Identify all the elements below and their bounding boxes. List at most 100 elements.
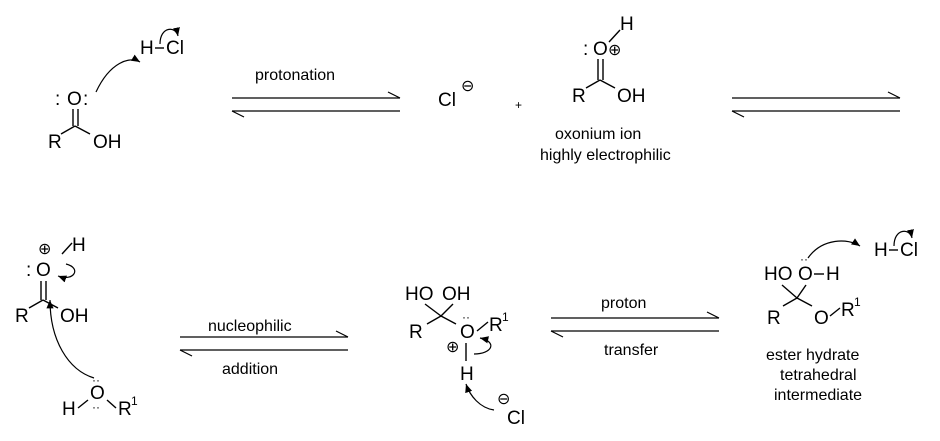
- h-o-bond: [77, 399, 89, 409]
- r-group: R: [48, 132, 62, 153]
- oxonium-oxygen: O: [460, 322, 475, 343]
- protonated-tetrahedral-intermediate: HO OH R O ·· ⊕ R 1 H ⊖ Cl: [405, 284, 525, 429]
- label-nucleophilic: nucleophilic: [208, 318, 292, 335]
- oxonium-with-alcohol: ⊕ H : O R OH H O ·· ·· R 1: [15, 235, 138, 420]
- ether-oxygen: O: [814, 308, 829, 329]
- c-r-bond: [60, 125, 76, 135]
- c-r-bond: [426, 315, 442, 325]
- curly-arrow-oh-bond: [473, 336, 492, 355]
- curly-arrow-attack-h: [807, 238, 861, 259]
- o-r-bond: [829, 307, 841, 317]
- hydroxyl: OH: [93, 132, 122, 153]
- c-o-bond-1: [424, 303, 442, 317]
- label-protonation: protonation: [255, 67, 335, 84]
- r-group-prime: R: [489, 315, 503, 336]
- caption-intermediate: intermediate: [774, 387, 862, 404]
- curly-arrow-bond-break: [893, 229, 914, 247]
- alcohol-lone-pair-top: ··: [92, 373, 100, 387]
- o-h-bond: [608, 29, 621, 43]
- o-r-bond: [476, 321, 489, 332]
- chloride-charge: ⊖: [461, 78, 474, 95]
- label-transfer: transfer: [604, 342, 659, 359]
- carboxylic-acid: : O : R OH: [48, 89, 122, 153]
- chloride: Cl: [507, 408, 525, 429]
- equilibrium-arrow-protonation: protonation: [231, 67, 401, 118]
- c-o-bond-2: [440, 303, 454, 317]
- hydroxyl: OH: [617, 86, 646, 107]
- alcohol-r-group: R: [118, 399, 132, 420]
- r-group-prime: R: [841, 300, 855, 321]
- label-proton: proton: [601, 295, 646, 312]
- o-r-bond: [106, 399, 117, 409]
- oxonium-oxygen: O: [36, 260, 51, 281]
- alcohol-lone-pair-bottom: ··: [92, 400, 100, 414]
- oxonium-hydrogen: H: [620, 14, 634, 35]
- equilibrium-arrow-proton-transfer: proton transfer: [550, 295, 720, 359]
- oxonium-ion: : O ⊕ H R OH oxonium ion highly electrop…: [540, 14, 671, 164]
- curly-arrow-bond-break: [159, 27, 180, 45]
- caption-oxonium-ion: oxonium ion: [555, 126, 641, 143]
- hcl-chlorine: Cl: [166, 38, 184, 59]
- oxonium-oxygen: O: [593, 39, 608, 60]
- caption-tetrahedral: tetrahedral: [780, 367, 857, 384]
- c-o-bond-2: [796, 284, 807, 299]
- c-o-bond-1: [781, 284, 798, 299]
- equilibrium-arrow-nucleophilic-addition: nucleophilic addition: [179, 318, 349, 378]
- hydroxyl-oxygen: O: [798, 264, 813, 285]
- curly-arrow-attack-h: [95, 54, 141, 93]
- carbonyl-oxygen: O: [67, 89, 82, 110]
- chloride-ion-1: Cl ⊖: [438, 78, 474, 111]
- r-group: R: [15, 306, 29, 327]
- alcohol-r-sup: 1: [131, 394, 138, 408]
- curly-arrow-chloride-attack: [465, 383, 495, 411]
- hcl-2: H Cl: [874, 229, 918, 261]
- chloride-charge: ⊖: [497, 391, 510, 408]
- hydroxyl-hydrogen: H: [826, 264, 840, 285]
- label-addition: addition: [222, 361, 278, 378]
- alcohol-oxygen: O: [90, 383, 105, 404]
- curly-arrow-pi-to-o: [57, 263, 76, 283]
- lone-pair-right: :: [83, 89, 88, 110]
- equilibrium-arrow-continue: [731, 91, 901, 118]
- hcl-1: H Cl: [140, 27, 184, 59]
- r-group: R: [409, 322, 423, 343]
- oxonium-charge: ⊕: [38, 241, 51, 258]
- oxonium-charge: ⊕: [446, 339, 459, 356]
- oxonium-hydrogen: H: [460, 364, 474, 385]
- r-group: R: [767, 308, 781, 329]
- r-group-sup: 1: [854, 295, 861, 309]
- r-group-sup: 1: [502, 310, 509, 324]
- chloride: Cl: [438, 90, 456, 111]
- caption-ester-hydrate: ester hydrate: [766, 347, 859, 364]
- hcl-hydrogen: H: [140, 38, 154, 59]
- hcl-hydrogen: H: [874, 240, 888, 261]
- hydroxyl-1: HO: [405, 284, 434, 305]
- hydroxyl-2: OH: [442, 284, 471, 305]
- oxonium-hydrogen: H: [72, 235, 86, 256]
- caption-highly-electrophilic: highly electrophilic: [540, 147, 671, 164]
- c-oh-bond: [74, 125, 91, 135]
- oxonium-lone-pair: ··: [462, 310, 470, 324]
- lone-pair: :: [583, 39, 588, 60]
- lone-pair: :: [26, 260, 31, 281]
- c-oh-bond: [599, 79, 616, 89]
- hydroxyl-1: HO: [764, 264, 793, 285]
- o-h-bond: [61, 242, 73, 255]
- plus-sign: +: [515, 98, 522, 112]
- alcohol-hydrogen: H: [62, 399, 76, 420]
- r-group: R: [572, 86, 586, 107]
- oxonium-charge: ⊕: [608, 42, 621, 59]
- lone-pair-left: :: [55, 89, 60, 110]
- c-r-bond: [782, 297, 798, 307]
- hcl-chlorine: Cl: [900, 240, 918, 261]
- hydroxyl-lone-pair: ··: [800, 252, 808, 266]
- c-o-bond-3: [440, 315, 457, 325]
- hydroxyl: OH: [60, 306, 89, 327]
- c-r-bond: [585, 79, 601, 89]
- ester-hydrate-intermediate: HO O ·· H R O R 1 ester hydrate tetrahed…: [764, 238, 862, 404]
- c-r-bond: [28, 299, 44, 309]
- c-o-bond-3: [796, 297, 813, 307]
- curly-arrow-nucleophile: [46, 299, 95, 379]
